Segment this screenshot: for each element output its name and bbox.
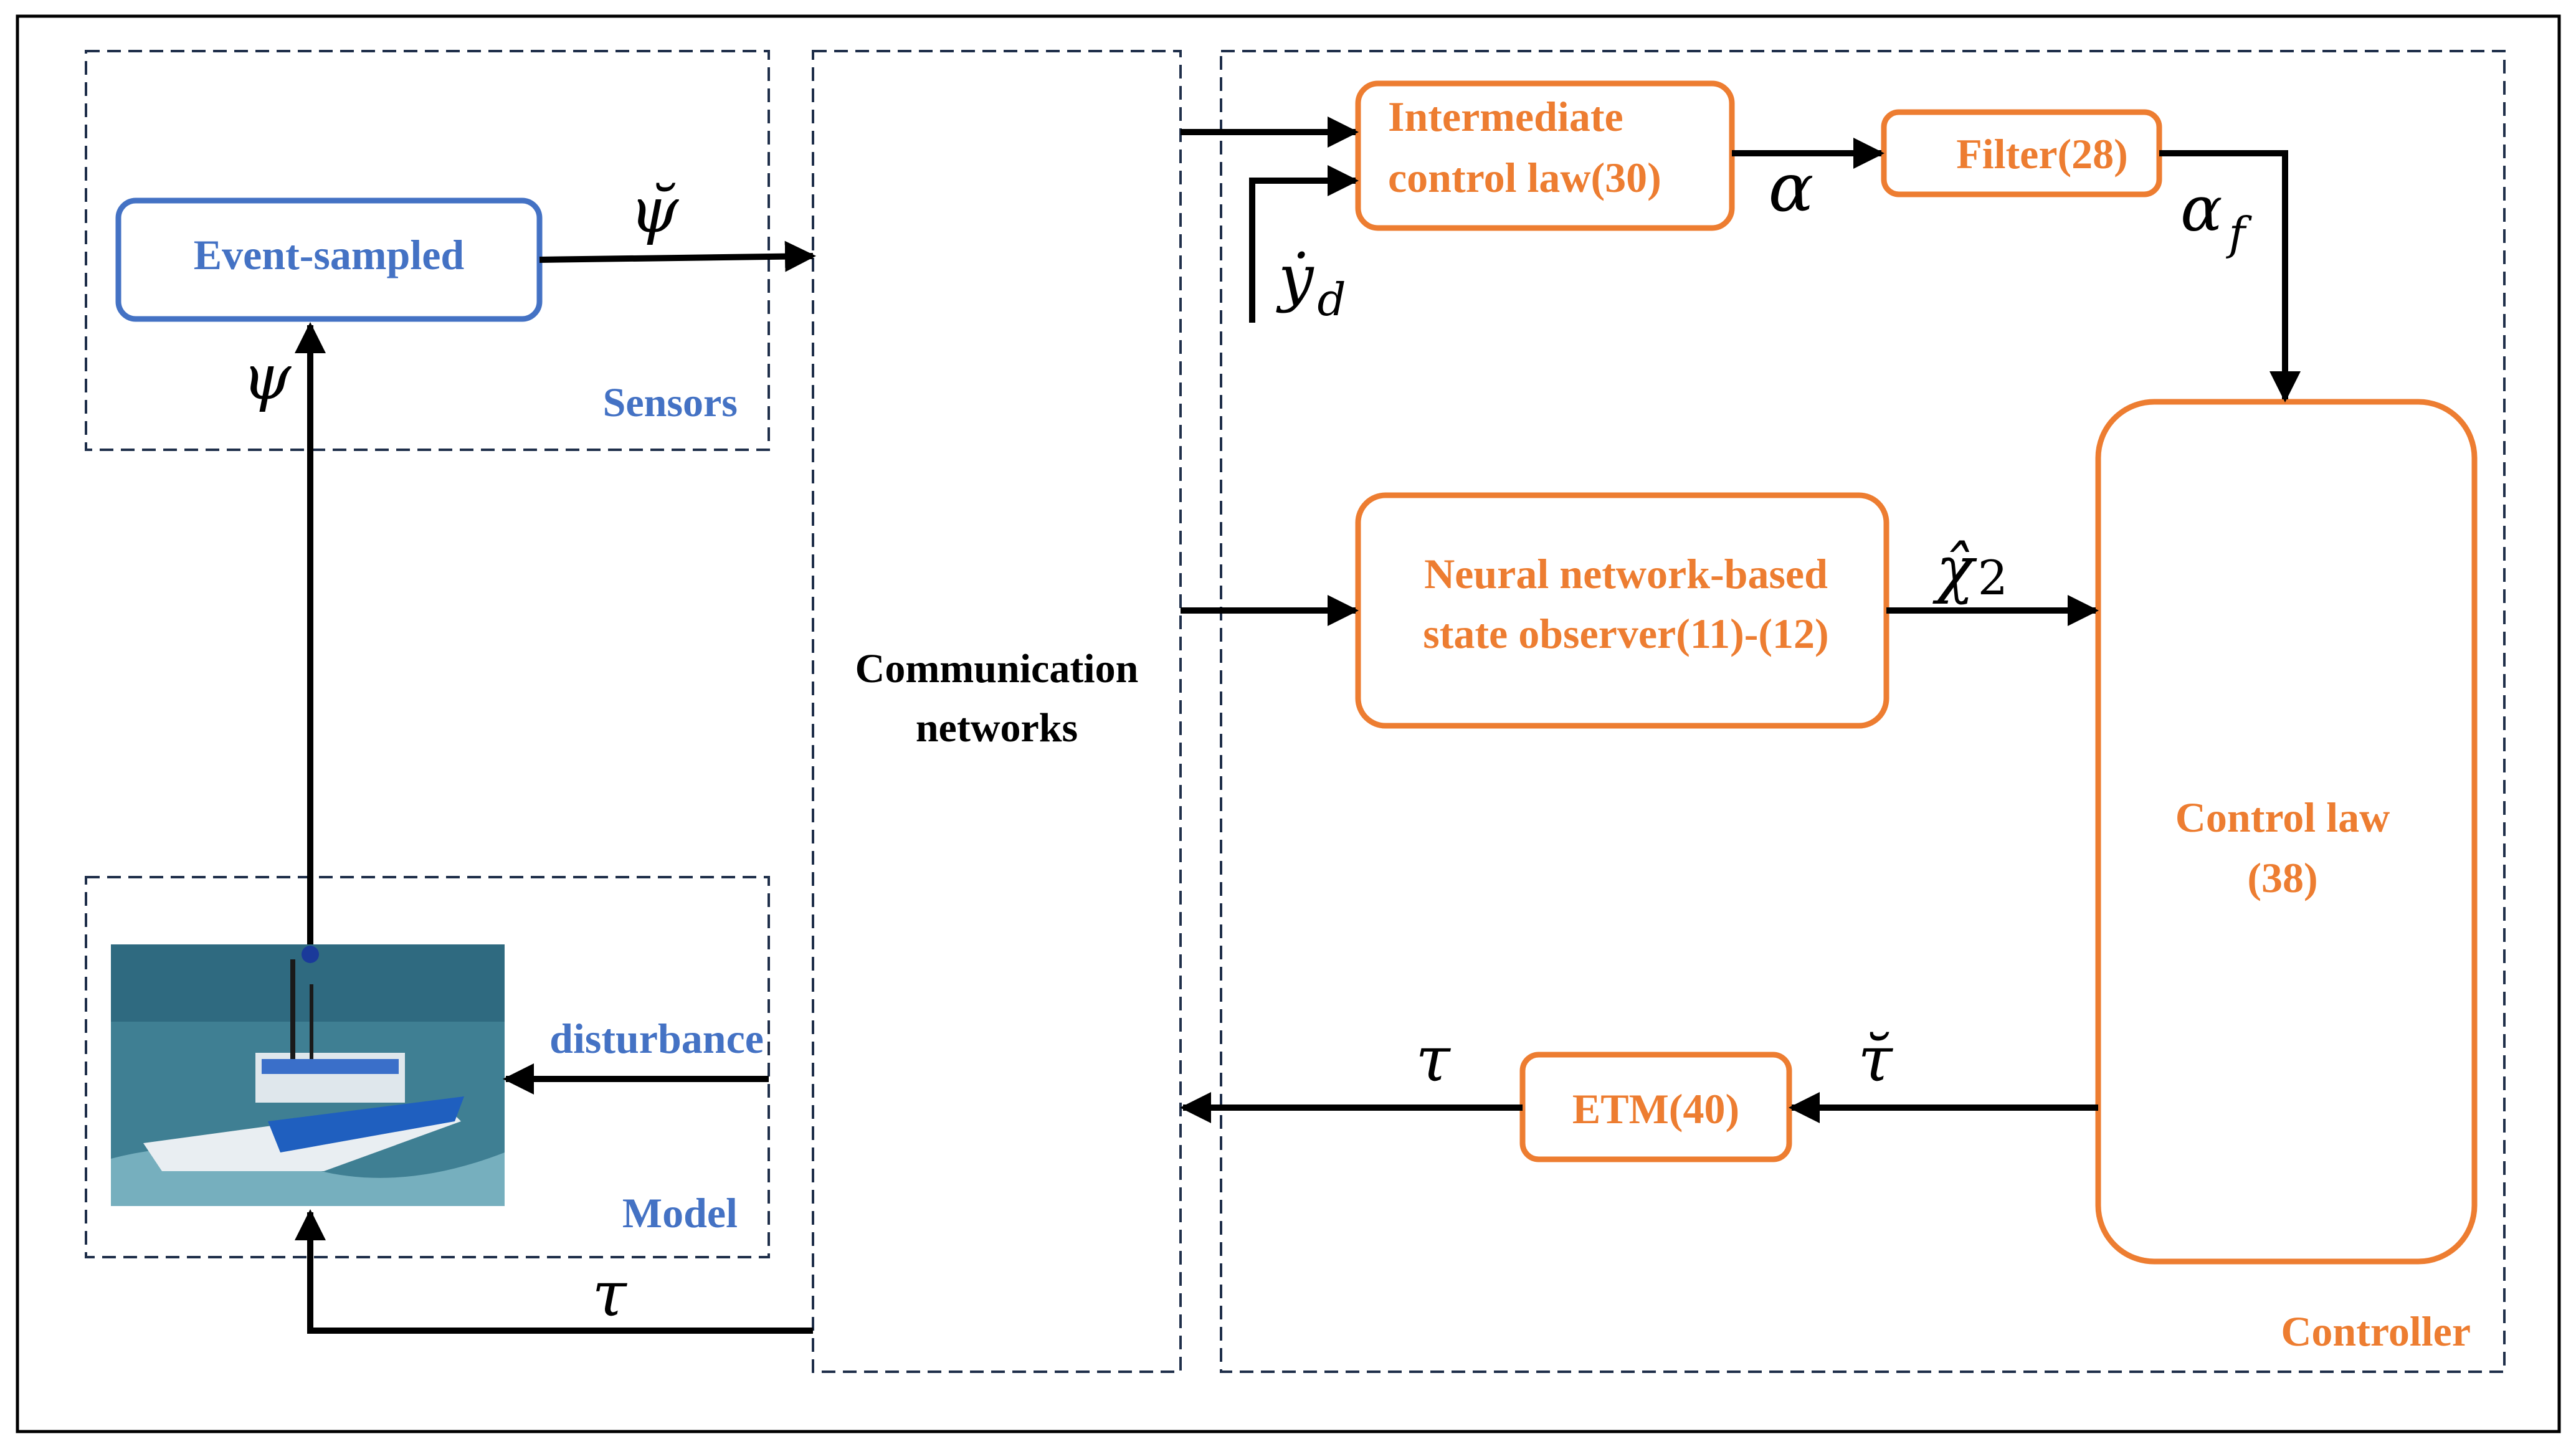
filter-label: Filter(28) bbox=[1956, 130, 2128, 178]
signal-psi: ψ bbox=[242, 341, 292, 414]
arrow-tau-model bbox=[295, 1209, 813, 1334]
outer-frame bbox=[16, 14, 2561, 1433]
vessel-image bbox=[111, 944, 505, 1206]
connections bbox=[295, 116, 2301, 1334]
control-law-label-line1: Control law bbox=[2175, 794, 2390, 841]
model-group bbox=[85, 876, 770, 1258]
network-label-line1: Communication bbox=[855, 646, 1139, 691]
network-label-line2: networks bbox=[916, 705, 1078, 751]
model-label: Model bbox=[622, 1189, 738, 1237]
signal-chi-hat: χ̂2 bbox=[1932, 533, 2008, 606]
signal-tau-out: τ bbox=[1415, 1023, 1451, 1096]
arrow-yd-intermediate bbox=[1249, 165, 1359, 323]
arrow-psi-breve bbox=[539, 240, 816, 272]
observer-label-line2: state observer(11)-(12) bbox=[1423, 610, 1828, 657]
event-sampled-label: Event-sampled bbox=[194, 231, 465, 278]
disturbance-label: disturbance bbox=[549, 1015, 764, 1062]
signal-tau-breve: τ̆ bbox=[1858, 1023, 1893, 1096]
signal-alpha: α bbox=[1769, 149, 1814, 227]
controller-label: Controller bbox=[2281, 1308, 2471, 1355]
sensors-group bbox=[85, 50, 770, 451]
network-group bbox=[812, 50, 1182, 1373]
intermediate-label-line1: Intermediate bbox=[1388, 93, 1623, 140]
arrow-alpha-f bbox=[2159, 150, 2301, 402]
signal-psi-breve: ψ̆ bbox=[630, 174, 680, 247]
controller-group bbox=[1220, 50, 2506, 1373]
signal-y-d: ẏd bbox=[1276, 241, 1346, 326]
sensors-label: Sensors bbox=[603, 380, 738, 425]
signal-tau-model: τ bbox=[592, 1258, 627, 1331]
observer-label-line1: Neural network-based bbox=[1424, 550, 1828, 597]
intermediate-label-line2: control law(30) bbox=[1388, 154, 1661, 201]
etm-label: ETM(40) bbox=[1572, 1085, 1739, 1133]
control-law-label-line2: (38) bbox=[2247, 854, 2317, 901]
